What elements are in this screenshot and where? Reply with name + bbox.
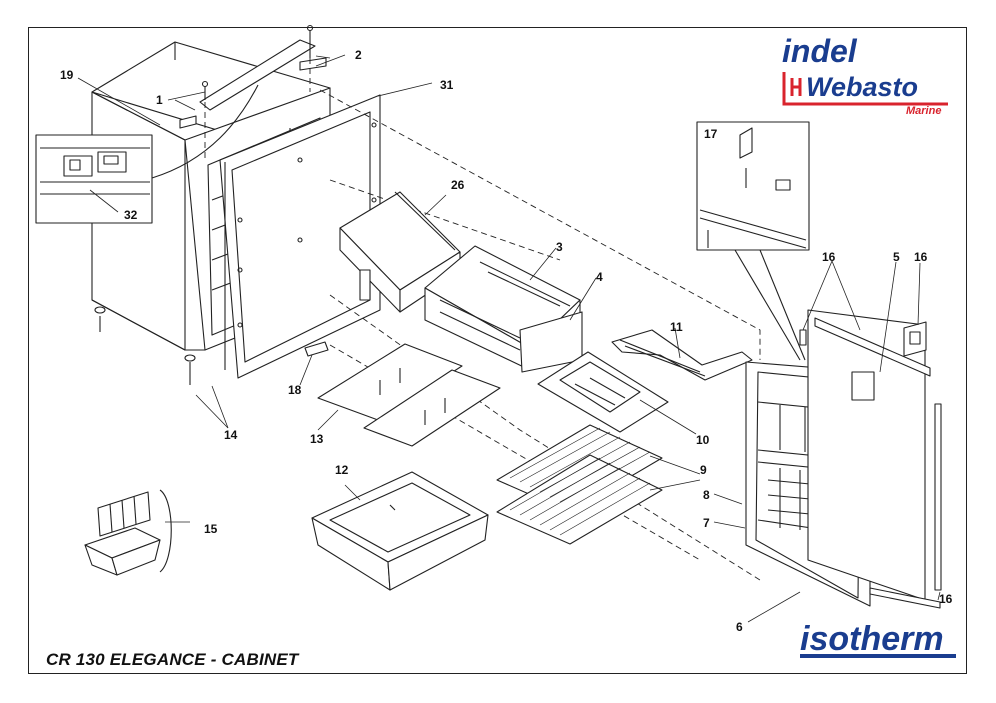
crisper-drawer bbox=[311, 471, 489, 591]
shelf-bracket bbox=[304, 341, 329, 357]
callout-9: 9 bbox=[700, 463, 707, 477]
leader-lines bbox=[77, 54, 941, 623]
callout-31: 31 bbox=[440, 78, 454, 92]
door-gaskets bbox=[799, 317, 942, 609]
callout-6: 6 bbox=[736, 620, 743, 634]
indel-webasto-logo: indel Webasto Marine bbox=[782, 34, 948, 116]
callout-7: 7 bbox=[703, 516, 710, 530]
glass-shelves bbox=[317, 343, 501, 447]
drip-tray bbox=[537, 351, 669, 433]
callout-15: 15 bbox=[204, 522, 218, 536]
callout-26: 26 bbox=[451, 178, 465, 192]
callout-17: 17 bbox=[704, 127, 718, 141]
callout-12: 12 bbox=[335, 463, 349, 477]
inset-32 bbox=[35, 84, 259, 224]
callout-8: 8 bbox=[703, 488, 710, 502]
callout-10: 10 bbox=[696, 433, 710, 447]
drawing-border bbox=[28, 27, 967, 674]
callout-16b: 16 bbox=[914, 250, 928, 264]
isotherm-logo: isotherm bbox=[800, 620, 956, 658]
callout-18: 18 bbox=[288, 383, 302, 397]
indel-wordmark: indel bbox=[782, 34, 858, 69]
callout-19: 19 bbox=[60, 68, 74, 82]
egg-tray bbox=[84, 489, 172, 576]
control-box bbox=[339, 191, 461, 313]
callout-5: 5 bbox=[893, 250, 900, 264]
callout-14: 14 bbox=[224, 428, 238, 442]
isotherm-wordmark: isotherm bbox=[800, 620, 944, 658]
inset-17 bbox=[696, 121, 810, 361]
callout-16a: 16 bbox=[822, 250, 836, 264]
callout-1: 1 bbox=[156, 93, 163, 107]
callout-13: 13 bbox=[310, 432, 324, 446]
callout-3: 3 bbox=[556, 240, 563, 254]
front-frame bbox=[219, 94, 381, 379]
freezer-grid bbox=[611, 329, 753, 381]
callout-16c: 16 bbox=[939, 592, 953, 606]
webasto-wordmark: Webasto bbox=[806, 72, 918, 102]
top-rail bbox=[179, 24, 327, 129]
wire-shelves bbox=[496, 424, 663, 545]
marine-label: Marine bbox=[906, 105, 941, 116]
callout-32: 32 bbox=[124, 208, 138, 222]
panel-window bbox=[851, 371, 875, 401]
callout-4: 4 bbox=[596, 270, 603, 284]
callout-2: 2 bbox=[355, 48, 362, 62]
callout-11: 11 bbox=[670, 320, 683, 334]
drawing-title: CR 130 ELEGANCE - CABINET bbox=[46, 650, 299, 669]
